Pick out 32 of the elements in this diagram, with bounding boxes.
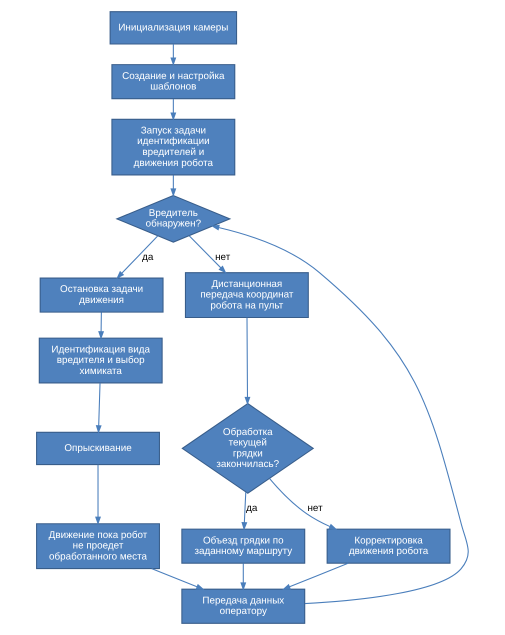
node-box: Остановка задачи движения	[40, 278, 164, 313]
node-box: Движение пока робот не проедет обработанного места	[36, 523, 160, 570]
node-box: Корректировка движения робота	[326, 528, 451, 564]
arrow	[170, 98, 176, 121]
arrow	[244, 318, 250, 406]
arrow	[269, 478, 338, 530]
arrow	[170, 175, 176, 197]
node-box: Опрыскивание	[36, 432, 160, 466]
node-box: Передача данных оператору	[181, 588, 306, 624]
arrow	[241, 492, 248, 531]
arrow	[116, 236, 158, 279]
arrow	[188, 236, 227, 274]
arrow	[282, 562, 348, 590]
edge-label: да	[246, 503, 258, 514]
node-diamond: Обработка текущей грядки закончилась?	[181, 402, 314, 494]
node-box: Дистанционная передача координат робота на пульт	[184, 272, 309, 318]
node-box: Объезд грядки по заданному маршруту	[181, 528, 306, 564]
arrow	[240, 563, 246, 591]
node-box: Идентификация вида вредителя и выбор химиката	[38, 338, 163, 384]
arrow	[170, 44, 176, 66]
edge-label: нет	[215, 252, 230, 263]
arrow	[96, 383, 102, 434]
node-box: Создание и настройка шаблонов	[111, 64, 236, 100]
node-box: Инициализация камеры	[110, 11, 238, 45]
node-diamond: Вредитель обнаружен?	[115, 194, 232, 243]
arrow	[95, 464, 101, 526]
node-box: Запуск задачи идентификации вредителей и движения робота	[111, 118, 236, 176]
edge-label: нет	[307, 503, 323, 514]
edge-label: да	[142, 252, 154, 263]
arrow	[210, 224, 469, 604]
arrow	[98, 312, 104, 340]
arrow	[152, 568, 204, 590]
